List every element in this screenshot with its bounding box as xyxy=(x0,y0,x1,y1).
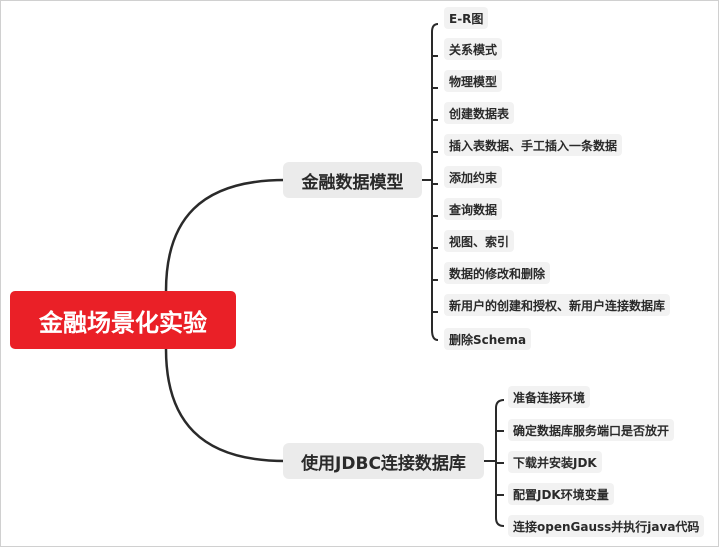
bracket-branch-1 xyxy=(431,23,439,341)
leaf-er-diagram[interactable]: E-R图 xyxy=(444,7,489,29)
leaf-modify-delete-data[interactable]: 数据的修改和删除 xyxy=(444,262,551,284)
branch-financial-data-model[interactable]: 金融数据模型 xyxy=(283,162,422,198)
link-root-branch-2 xyxy=(164,348,286,463)
leaf-connect-opengauss[interactable]: 连接openGauss并执行java代码 xyxy=(508,515,705,537)
bracket-branch-2-ticks xyxy=(496,430,504,496)
leaf-install-jdk[interactable]: 下载并安装JDK xyxy=(508,451,602,473)
leaf-relation-schema[interactable]: 关系模式 xyxy=(444,38,503,60)
link-root-branch-1 xyxy=(164,178,286,292)
leaf-create-tables[interactable]: 创建数据表 xyxy=(444,102,515,124)
leaf-query-data[interactable]: 查询数据 xyxy=(444,198,503,220)
leaf-add-constraints[interactable]: 添加约束 xyxy=(444,166,503,188)
leaf-prepare-env[interactable]: 准备连接环境 xyxy=(508,386,591,408)
root-topic[interactable]: 金融场景化实验 xyxy=(10,291,236,349)
leaf-physical-model[interactable]: 物理模型 xyxy=(444,70,503,92)
leaf-new-user-auth[interactable]: 新用户的创建和授权、新用户连接数据库 xyxy=(444,294,671,316)
leaf-drop-schema[interactable]: 删除Schema xyxy=(444,328,532,350)
leaf-check-port[interactable]: 确定数据库服务端口是否放开 xyxy=(508,419,675,441)
bracket-branch-1-ticks xyxy=(432,55,438,313)
branch-jdbc-connect[interactable]: 使用JDBC连接数据库 xyxy=(283,443,484,479)
leaf-config-jdk-env[interactable]: 配置JDK环境变量 xyxy=(508,483,614,505)
leaf-insert-data[interactable]: 插入表数据、手工插入一条数据 xyxy=(444,134,623,156)
leaf-views-indexes[interactable]: 视图、索引 xyxy=(444,230,515,252)
